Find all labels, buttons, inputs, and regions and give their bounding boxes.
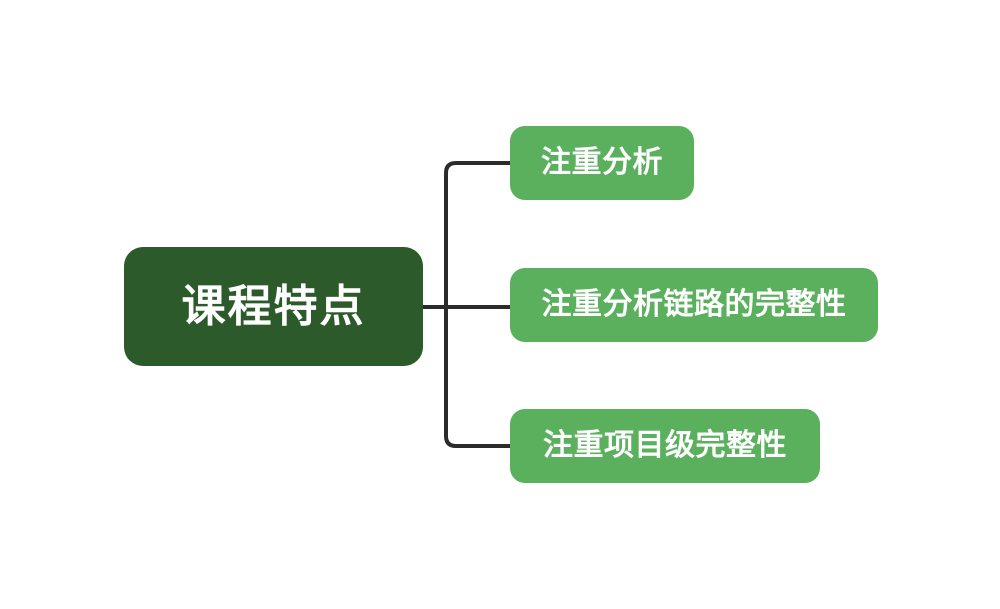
mindmap-root-node[interactable]: 课程特点: [124, 247, 423, 366]
mindmap-branch-node-3[interactable]: 注重项目级完整性: [510, 409, 820, 483]
connector-branch-top: [444, 161, 510, 307]
mindmap-branch-label-3: 注重项目级完整性: [543, 428, 787, 463]
mindmap-root-label: 课程特点: [181, 280, 366, 332]
mindmap-branch-label-2: 注重分析链路的完整性: [541, 287, 847, 322]
mindmap-branch-node-1[interactable]: 注重分析: [510, 126, 694, 200]
mindmap-branch-label-1: 注重分析: [541, 145, 663, 180]
connector-branch-bottom: [444, 307, 510, 448]
mindmap-branch-node-2[interactable]: 注重分析链路的完整性: [510, 268, 878, 342]
